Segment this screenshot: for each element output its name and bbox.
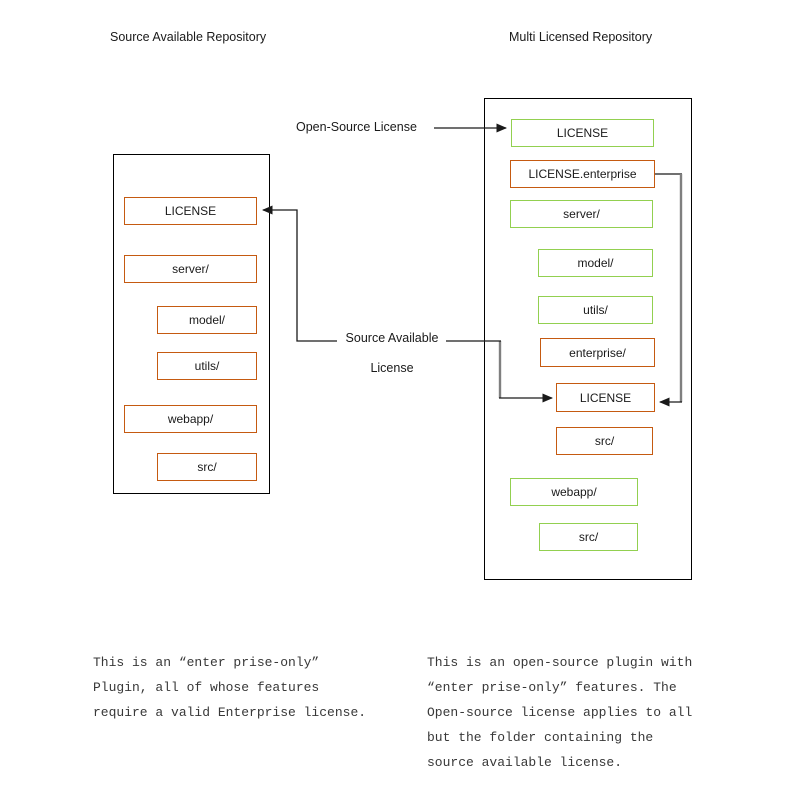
- right-note-line-5: source available license.: [427, 755, 623, 770]
- right-note-line-1: This is an open-source plugin with: [427, 655, 693, 670]
- right-box-webapp: webapp/: [510, 478, 638, 506]
- left-box-src: src/: [157, 453, 257, 481]
- source-available-label-line2: License: [370, 361, 414, 375]
- left-box-license: LICENSE: [124, 197, 257, 225]
- right-repo-note: This is an open-source plugin with “ente…: [427, 650, 692, 775]
- right-box-utils: utils/: [538, 296, 653, 324]
- source-available-label-line1: Source Available: [345, 331, 439, 345]
- left-box-webapp: webapp/: [124, 405, 257, 433]
- right-repo-title: Multi Licensed Repository: [509, 30, 653, 44]
- right-repo-container: [484, 98, 692, 580]
- right-note-line-2: “enter prise-only” features. The: [427, 680, 677, 695]
- right-box-src-enterprise: src/: [556, 427, 653, 455]
- right-box-model: model/: [538, 249, 653, 277]
- left-note-line-2: Plugin, all of whose features: [93, 680, 320, 695]
- source-available-left-arrow: [262, 205, 337, 342]
- left-repo-title: Source Available Repository: [110, 30, 267, 44]
- left-box-server: server/: [124, 255, 257, 283]
- right-note-line-3: Open-source license applies to all: [427, 705, 693, 720]
- right-note-line-4: but the folder containing the: [427, 730, 654, 745]
- left-note-line-3: require a valid Enterprise license.: [93, 705, 367, 720]
- left-note-line-1: This is an “enter prise-only”: [93, 655, 320, 670]
- left-box-utils: utils/: [157, 352, 257, 380]
- open-source-license-label: Open-Source License: [296, 120, 417, 134]
- right-box-license-inner: LICENSE: [556, 383, 655, 412]
- left-box-model: model/: [157, 306, 257, 334]
- right-box-server: server/: [510, 200, 653, 228]
- right-box-src-webapp: src/: [539, 523, 638, 551]
- right-box-enterprise-folder: enterprise/: [540, 338, 655, 367]
- right-box-license-enterprise: LICENSE.enterprise: [510, 160, 655, 188]
- left-repo-note: This is an “enter prise-only” Plugin, al…: [93, 650, 366, 725]
- right-box-license-open: LICENSE: [511, 119, 654, 147]
